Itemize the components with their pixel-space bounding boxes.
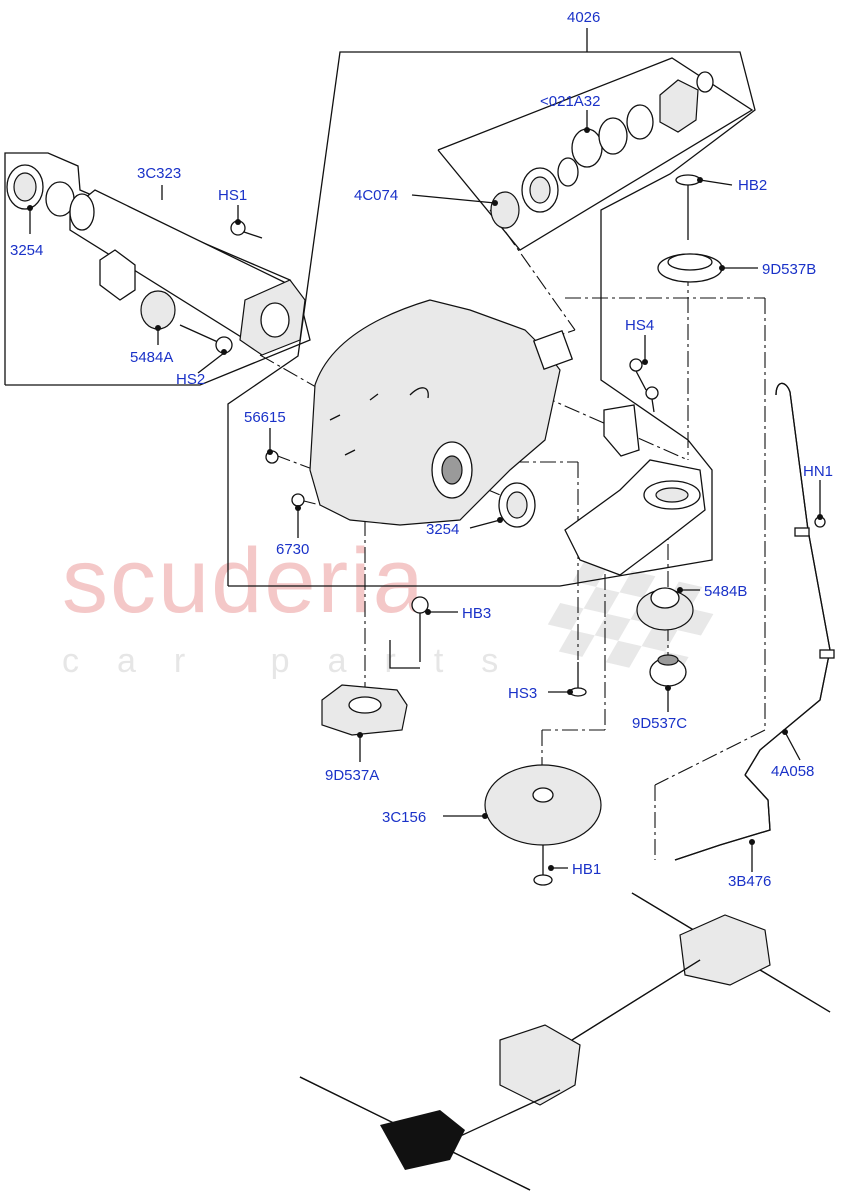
front-diff-highlight	[380, 1110, 465, 1170]
leader-dots	[27, 127, 823, 871]
bearing-stack-4c074	[490, 71, 714, 229]
checkered-flag-icon	[547, 560, 714, 679]
bracket-hb3	[389, 640, 420, 669]
transfer-case-overview	[499, 1024, 581, 1106]
label-hs1[interactable]: HS1	[218, 187, 247, 204]
label-3c323[interactable]: 3C323	[137, 165, 181, 182]
tube-bracket	[99, 249, 136, 301]
label-3254-left[interactable]: 3254	[10, 242, 43, 259]
label-hs2[interactable]: HS2	[176, 371, 205, 388]
transfer-case-housing	[265, 299, 574, 526]
bolt-hb3	[411, 596, 429, 662]
label-6730[interactable]: 6730	[276, 541, 309, 558]
mount-9d537c	[649, 654, 687, 687]
bolt-hs3	[569, 662, 587, 697]
bearing-ring-4	[598, 117, 628, 155]
output-spline	[532, 329, 574, 371]
label-hb3[interactable]: HB3	[462, 605, 491, 622]
label-3b476[interactable]: 3B476	[728, 873, 771, 890]
bolt-hb1	[533, 845, 553, 886]
label-hb1[interactable]: HB1	[572, 861, 601, 878]
bolts-hs4	[629, 358, 659, 413]
bolt-hs2	[179, 324, 233, 354]
breather-hose-3b476	[674, 774, 771, 861]
bearing-ring-1	[490, 191, 520, 229]
breather-pipe-4a058	[744, 382, 835, 776]
axis-bottom-right	[654, 729, 766, 786]
axis-bearing-stack	[489, 209, 576, 331]
label-hs4[interactable]: HS4	[625, 317, 654, 334]
label-9d537b[interactable]: 9D537B	[762, 261, 816, 278]
label-4a058[interactable]: 4A058	[771, 763, 814, 780]
bush-5484a	[140, 290, 176, 330]
axis-56615	[274, 454, 316, 471]
label-3c156[interactable]: 3C156	[382, 809, 426, 826]
mount-3c156	[484, 764, 602, 846]
part-labels: 4026 <021A32 4C074 3C323 HS1 3254 5484A …	[10, 9, 833, 890]
bearing-021a32	[571, 128, 603, 168]
mount-9d537b	[657, 253, 723, 283]
bolt-hb2	[675, 174, 701, 240]
plug-6730	[291, 493, 305, 507]
label-4026[interactable]: 4026	[567, 9, 600, 26]
label-021a32[interactable]: <021A32	[540, 93, 600, 110]
label-5484b[interactable]: 5484B	[704, 583, 747, 600]
label-hn1[interactable]: HN1	[803, 463, 833, 480]
snap-ring	[696, 71, 714, 93]
flange-nut	[659, 79, 699, 133]
label-56615[interactable]: 56615	[244, 409, 286, 426]
outline-4026-group	[227, 51, 756, 587]
watermark-brand: scuderia	[62, 530, 426, 632]
bush-5484b	[636, 587, 694, 631]
label-9d537c[interactable]: 9D537C	[632, 715, 687, 732]
mount-9d537a	[321, 684, 408, 736]
bearing-ring-5	[626, 104, 654, 140]
drivetrain-overview	[299, 892, 831, 1191]
label-hs3[interactable]: HS3	[508, 685, 537, 702]
label-hb2[interactable]: HB2	[738, 177, 767, 194]
tube-assembly-3c323	[6, 164, 306, 356]
label-3254-center[interactable]: 3254	[426, 521, 459, 538]
bracket-small	[603, 404, 640, 457]
mount-bracket	[564, 459, 706, 576]
label-4c074[interactable]: 4C074	[354, 187, 398, 204]
label-9d537a[interactable]: 9D537A	[325, 767, 379, 784]
rear-diff	[679, 914, 771, 986]
seal-3254-center	[498, 482, 536, 528]
spacer-ring	[557, 157, 579, 187]
label-leaders	[29, 110, 821, 872]
watermark-tagline: car parts	[62, 642, 536, 680]
label-5484a[interactable]: 5484A	[130, 349, 173, 366]
